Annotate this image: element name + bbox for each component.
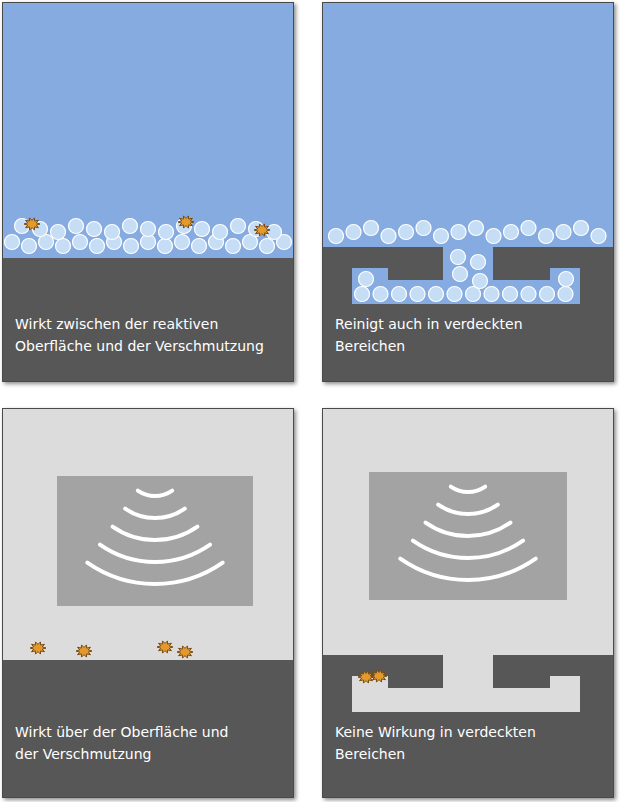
bubble	[69, 219, 84, 234]
bubble	[453, 267, 468, 282]
bubble	[503, 287, 518, 302]
panel: Wirkt über der Oberfläche und der Versch…	[2, 408, 294, 798]
ultrasound-wave	[438, 505, 498, 514]
bubble	[158, 239, 173, 254]
bubble	[329, 229, 344, 244]
bubble	[346, 225, 361, 240]
bubble	[373, 287, 388, 302]
bubble	[447, 287, 462, 302]
bubble	[105, 225, 120, 240]
bubble	[559, 272, 574, 287]
dirt-particle	[157, 641, 173, 653]
ultrasound-wave	[87, 563, 222, 584]
cavity	[352, 655, 580, 712]
bubble	[591, 229, 606, 244]
bubble	[392, 287, 407, 302]
bubble	[471, 255, 486, 270]
caption: Wirkt zwischen der reaktiven Oberfläche …	[15, 313, 270, 357]
bubble	[486, 229, 501, 244]
dirt-particle	[24, 218, 40, 230]
bubble	[87, 222, 102, 237]
bubble	[192, 239, 207, 254]
bubble	[22, 239, 37, 254]
bubble	[141, 222, 156, 237]
ultrasound-wave	[113, 527, 198, 540]
bubble	[51, 225, 66, 240]
ultrasound-transducer	[369, 472, 567, 600]
caption: Reinigt auch in verdeckten Bereichen	[335, 313, 535, 357]
bubble	[399, 225, 414, 240]
bubble	[364, 221, 379, 236]
bubble	[410, 287, 425, 302]
dirt-particle	[177, 646, 193, 658]
ultrasound-transducer	[57, 476, 253, 606]
bubble	[416, 221, 431, 236]
bubble	[124, 239, 139, 254]
bubble	[556, 225, 571, 240]
bubble	[73, 235, 88, 250]
ultrasound-wave	[138, 491, 172, 496]
dirt-particle	[358, 671, 374, 683]
bubble	[451, 225, 466, 240]
bubble	[267, 225, 282, 240]
panel: Reinigt auch in verdeckten Bereichen	[322, 2, 614, 382]
bubble	[359, 272, 374, 287]
panel: Keine Wirkung in verdeckten Bereichen	[322, 408, 614, 798]
dirt-particle	[76, 645, 92, 657]
dirt-particle	[254, 224, 270, 236]
bubble	[521, 221, 536, 236]
bubble	[175, 235, 190, 250]
bubble	[473, 274, 488, 289]
ultrasound-wave	[100, 545, 210, 562]
surface	[2, 660, 294, 798]
ultrasound-wave	[413, 541, 523, 558]
liquid	[2, 2, 294, 258]
bubble	[355, 287, 370, 302]
bubble	[213, 225, 228, 240]
dirt-particle	[371, 670, 387, 682]
ultrasound-wave	[426, 523, 511, 536]
tank	[2, 408, 294, 660]
liquid	[322, 2, 614, 247]
bubble	[434, 229, 449, 244]
bubble	[260, 239, 275, 254]
bubble	[469, 221, 484, 236]
bubble	[90, 239, 105, 254]
bubble	[484, 287, 499, 302]
dirt-particle	[178, 216, 194, 228]
bubble	[159, 225, 174, 240]
bubble	[381, 229, 396, 244]
bubble	[231, 219, 246, 234]
ultrasound-wave	[125, 509, 185, 518]
caption: Keine Wirkung in verdeckten Bereichen	[335, 721, 550, 765]
bubble	[540, 287, 555, 302]
caption: Wirkt über der Oberfläche und der Versch…	[15, 721, 245, 765]
surface	[2, 258, 294, 382]
surface	[322, 247, 614, 382]
tank	[322, 408, 614, 655]
bubble	[521, 287, 536, 302]
bubble	[504, 225, 519, 240]
bubble	[226, 239, 241, 254]
bubble	[195, 222, 210, 237]
ultrasound-wave	[400, 559, 535, 580]
bubble	[429, 287, 444, 302]
ultrasound-wave	[451, 487, 485, 492]
bubble	[558, 287, 573, 302]
bubble	[539, 229, 554, 244]
bubble	[56, 239, 71, 254]
cavity	[352, 247, 580, 304]
bubble	[123, 219, 138, 234]
dirt-particle	[30, 642, 46, 654]
bubble	[574, 221, 589, 236]
bubble	[5, 235, 20, 250]
bubble	[451, 250, 466, 265]
surface	[322, 655, 614, 798]
panel: Wirkt zwischen der reaktiven Oberfläche …	[2, 2, 294, 382]
